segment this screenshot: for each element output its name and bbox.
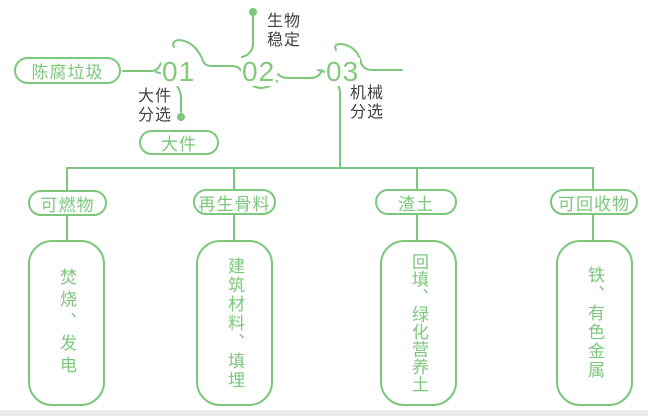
category-label: 渣土 <box>398 194 434 214</box>
connector-path <box>172 38 244 75</box>
step-label-bulky-sorting: 大件 分选 <box>138 88 173 124</box>
source-pill-label: 陈腐垃圾 <box>31 63 104 82</box>
connector-path <box>277 69 323 79</box>
step-number-1: 01 <box>161 56 197 87</box>
step-number-3: 03 <box>325 56 361 87</box>
connector-path <box>241 15 254 58</box>
outcome-box-slag-soil: 回填、绿化营养土 <box>380 240 457 406</box>
connector-path <box>122 62 162 72</box>
connector-dot <box>177 113 185 121</box>
outcome-text: 建筑材料、填埋 <box>225 256 244 390</box>
outcome-text: 焚烧、发电 <box>57 268 76 378</box>
bulky-item-pill: 大件 <box>139 130 219 155</box>
connector-path <box>66 167 594 191</box>
page-edge-strip <box>0 410 648 416</box>
outcome-text: 回填、绿化营养土 <box>409 253 428 393</box>
connector-path <box>334 42 362 63</box>
connector-dot <box>249 8 257 16</box>
step-number-2: 02 <box>241 56 277 87</box>
category-pill-recycled-aggregate: 再生骨料 <box>193 189 276 215</box>
category-pill-combustibles: 可燃物 <box>28 190 107 216</box>
source-pill: 陈腐垃圾 <box>14 57 121 84</box>
category-pill-slag-soil: 渣土 <box>375 189 457 215</box>
outcome-text: 铁、有色金属 <box>585 266 604 380</box>
connector-path <box>360 62 403 71</box>
category-label: 可回收物 <box>558 194 630 214</box>
outcome-box-combustibles: 焚烧、发电 <box>28 240 105 406</box>
outcome-box-recyclables: 铁、有色金属 <box>556 240 633 406</box>
step-label-mechanical-sorting: 机械 分选 <box>350 85 385 121</box>
bulky-item-label: 大件 <box>161 135 197 154</box>
category-pill-recyclables: 可回收物 <box>550 189 638 215</box>
step-label-bio-stabilization: 生物 稳定 <box>267 13 302 49</box>
category-label: 可燃物 <box>40 195 95 215</box>
category-label: 再生骨料 <box>198 194 271 214</box>
outcome-box-recycled-aggregate: 建筑材料、填埋 <box>196 240 273 406</box>
